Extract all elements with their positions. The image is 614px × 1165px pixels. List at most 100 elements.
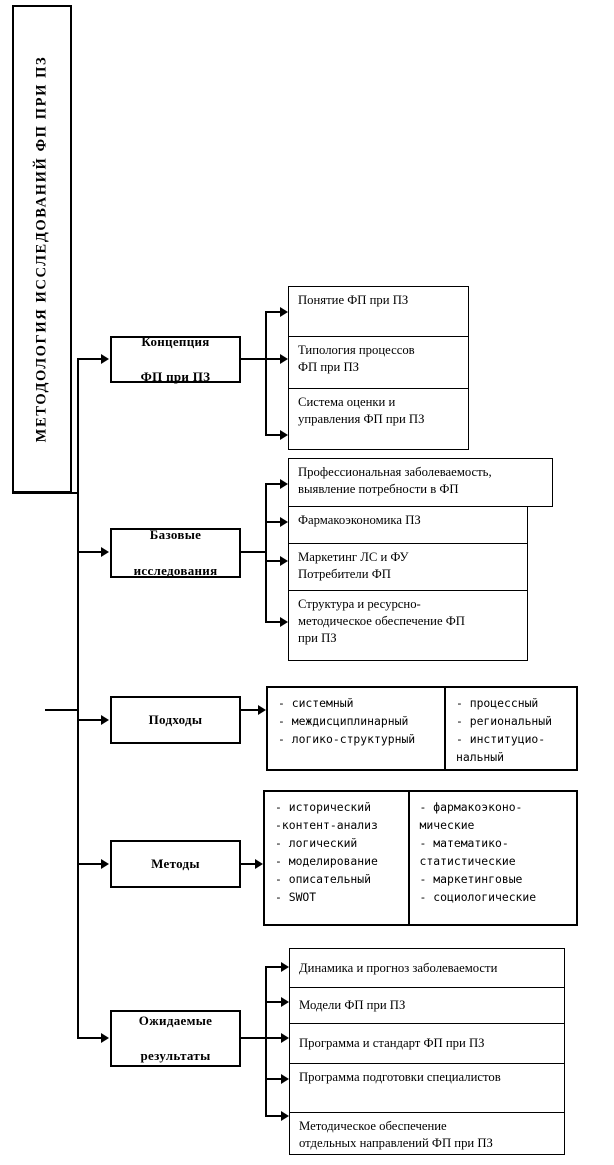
arrow-concept-item-3 xyxy=(280,430,288,440)
concept-item-3[interactable]: Система оценки и управления ФП при ПЗ xyxy=(288,388,469,450)
results-trunk xyxy=(241,1037,266,1039)
concept-fan-vertical xyxy=(265,311,267,436)
arrow-to-methods xyxy=(101,859,109,869)
arrow-results-item-5 xyxy=(281,1111,289,1121)
spine-tick-approaches xyxy=(45,709,78,711)
methods-right-item-5: - маркетинговые xyxy=(419,872,523,887)
results-item-1-line1: Динамика и прогноз заболеваемости xyxy=(299,960,498,975)
concept-item-2[interactable]: Типология процессов ФП при ПЗ xyxy=(288,336,469,389)
results-item-2[interactable]: Модели ФП при ПЗ xyxy=(289,987,565,1024)
root-title-box: МЕТОДОЛОГИЯ ИССЛЕДОВАНИЙ ФП ПРИ ПЗ xyxy=(12,5,72,493)
basic-item-4-line3: при ПЗ xyxy=(298,630,337,645)
results-item-4[interactable]: Программа подготовки специалистов xyxy=(289,1063,565,1113)
arrow-methods-box xyxy=(255,859,263,869)
branch-label-approaches-line1: Подходы xyxy=(148,712,203,728)
approaches-right-item-1: - процессный xyxy=(456,696,539,710)
branch-label-basic-line2: исследования xyxy=(133,562,218,578)
arrow-to-basic xyxy=(101,547,109,557)
basic-item-4[interactable]: Структура и ресурсно- методическое обесп… xyxy=(288,590,528,661)
branch-label-approaches[interactable]: Подходы xyxy=(110,696,241,744)
branch-label-basic-line1: Базовые xyxy=(149,527,202,543)
main-spine xyxy=(77,358,79,1038)
branch-label-expected-results[interactable]: Ожидаемые результаты xyxy=(110,1010,241,1067)
basic-item-1[interactable]: Профессиональная заболеваемость, выявлен… xyxy=(288,458,553,507)
basic-item-1-line1: Профессиональная заболеваемость, xyxy=(298,465,492,479)
results-item-1[interactable]: Динамика и прогноз заболеваемости xyxy=(289,948,565,988)
arrow-basic-item-4 xyxy=(280,617,288,627)
results-item-3-line1: Программа и стандарт ФП при ПЗ xyxy=(299,1036,485,1051)
results-item-5-line2: отдельных направлений ФП при ПЗ xyxy=(299,1135,493,1150)
concept-item-3-line1: Система оценки и xyxy=(298,395,396,409)
results-lead-5 xyxy=(265,1115,285,1117)
branch-label-basic-research[interactable]: Базовые исследования xyxy=(110,527,241,578)
basic-lead-4 xyxy=(265,621,285,623)
approaches-left-item-3: - логико-структурный xyxy=(278,732,416,747)
approaches-column-left: - системный - междисциплинарный - логико… xyxy=(268,688,446,769)
methods-column-right: - фармакоэконо- мические - математико- с… xyxy=(410,792,576,924)
branch-label-concept-line1: Концепция xyxy=(141,333,210,349)
methods-left-item-5: - описательный xyxy=(275,872,372,887)
concept-item-2-line1: Типология процессов xyxy=(298,343,415,357)
approaches-right-item-2: - региональный xyxy=(456,714,553,729)
spine-stub-results xyxy=(77,1037,102,1039)
arrow-results-item-1 xyxy=(281,962,289,972)
methods-column-left: - исторический -контент-анализ - логичес… xyxy=(265,792,410,924)
page-title: МЕТОДОЛОГИЯ ИССЛЕДОВАНИЙ ФП ПРИ ПЗ xyxy=(33,55,50,443)
concept-item-2-line2: ФП при ПЗ xyxy=(298,359,359,374)
approaches-list-box[interactable]: - системный - междисциплинарный - логико… xyxy=(266,686,578,771)
arrow-basic-item-1 xyxy=(280,479,288,489)
spine-stub-concept xyxy=(77,358,102,360)
branch-label-concept-line2: ФП при ПЗ xyxy=(140,369,211,385)
concept-lead-1 xyxy=(265,311,285,313)
approaches-trunk xyxy=(241,709,263,711)
spine-stub-methods xyxy=(77,863,102,865)
results-lead-3 xyxy=(265,1037,285,1039)
methods-left-item-1: - исторический xyxy=(275,800,372,814)
basic-item-2-line1: Фармакоэкономика ПЗ xyxy=(298,513,421,527)
arrow-to-approaches xyxy=(101,715,109,725)
results-item-3[interactable]: Программа и стандарт ФП при ПЗ xyxy=(289,1023,565,1064)
arrow-results-item-3 xyxy=(281,1033,289,1043)
basic-item-3[interactable]: Маркетинг ЛС и ФУ Потребители ФП xyxy=(288,543,528,591)
concept-lead-2 xyxy=(265,358,285,360)
concept-item-1[interactable]: Понятие ФП при ПЗ xyxy=(288,286,469,337)
results-lead-1 xyxy=(265,966,285,968)
methods-list-box[interactable]: - исторический -контент-анализ - логичес… xyxy=(263,790,578,926)
results-fan-vertical xyxy=(265,966,267,1116)
arrow-concept-item-1 xyxy=(280,307,288,317)
results-lead-2 xyxy=(265,1001,285,1003)
branch-label-results-line2: результаты xyxy=(140,1048,211,1064)
results-item-2-line1: Модели ФП при ПЗ xyxy=(299,998,406,1013)
concept-item-3-line2: управления ФП при ПЗ xyxy=(298,411,425,426)
results-lead-4 xyxy=(265,1078,285,1080)
arrow-approaches-box xyxy=(258,705,266,715)
methods-left-item-3: - логический xyxy=(275,836,358,851)
root-connector xyxy=(12,492,78,494)
methods-right-item-4: статистические xyxy=(419,854,516,869)
branch-label-methods[interactable]: Методы xyxy=(110,840,241,888)
results-item-5[interactable]: Методическое обеспечение отдельных напра… xyxy=(289,1112,565,1155)
basic-trunk xyxy=(241,551,266,553)
arrow-to-results xyxy=(101,1033,109,1043)
approaches-left-item-1: - системный xyxy=(278,696,354,710)
arrow-results-item-2 xyxy=(281,997,289,1007)
approaches-right-item-3: - институцио- xyxy=(456,732,546,747)
basic-fan-vertical xyxy=(265,483,267,623)
arrow-basic-item-3 xyxy=(280,556,288,566)
arrow-results-item-4 xyxy=(281,1074,289,1084)
approaches-left-item-2: - междисциплинарный xyxy=(278,714,409,729)
basic-item-2[interactable]: Фармакоэкономика ПЗ xyxy=(288,506,528,544)
results-item-5-line1: Методическое обеспечение xyxy=(299,1119,447,1133)
methods-right-item-1: - фармакоэконо- xyxy=(419,800,523,814)
approaches-column-right: - процессный - региональный - институцио… xyxy=(446,688,576,769)
branch-label-concept[interactable]: Концепция ФП при ПЗ xyxy=(110,333,241,385)
basic-lead-1 xyxy=(265,483,285,485)
arrow-concept-item-2 xyxy=(280,354,288,364)
methods-left-item-4: - моделирование xyxy=(275,854,378,869)
arrow-basic-item-2 xyxy=(280,517,288,527)
basic-lead-3 xyxy=(265,560,285,562)
basic-item-3-line1: Маркетинг ЛС и ФУ xyxy=(298,550,409,564)
arrow-to-concept xyxy=(101,354,109,364)
concept-trunk xyxy=(241,358,266,360)
